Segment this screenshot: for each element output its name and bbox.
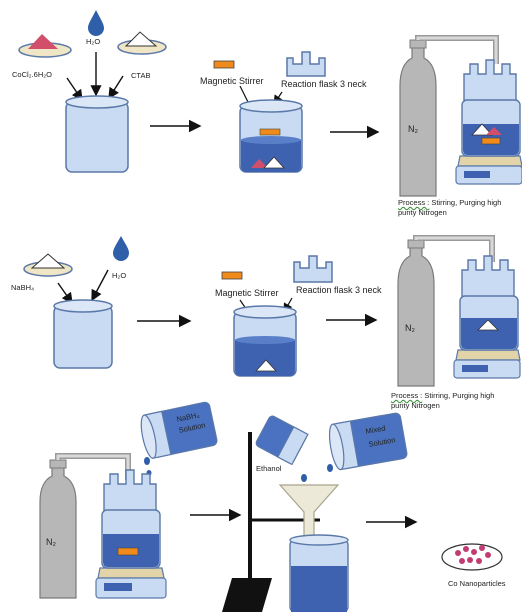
mixing-beaker-icon [233, 305, 297, 377]
process-label: Process : Stirring, Purging high [391, 392, 494, 400]
process-label: Process : Stirring, Purging high [398, 199, 501, 207]
cocl2-label: CoCl₂.6H₂O [12, 70, 52, 79]
process-label-line2: purity Nitrogen [391, 401, 440, 410]
drop-icon [144, 457, 150, 465]
stirrer-bar-icon [213, 60, 235, 69]
co-nanoparticles-dish-icon [441, 543, 503, 571]
nitrogen-setup-icon [397, 235, 521, 387]
process-text: Stirring, Purging high [422, 391, 495, 400]
drop-icon [301, 474, 307, 482]
water-label: H₂O [86, 37, 101, 46]
reaction-flask-label: Reaction flask 3 neck [296, 285, 382, 295]
water-label: H₂O [112, 271, 127, 280]
arrow-icon [108, 75, 124, 100]
magnetic-stirrer-label: Magnetic Stirrer [200, 76, 264, 86]
nabh4-solution-jar-icon [140, 401, 218, 459]
arrow-icon [91, 269, 109, 302]
empty-beaker-icon [65, 95, 129, 173]
filtration-stand-icon [222, 432, 349, 612]
nitrogen-label: N₂ [405, 323, 415, 333]
empty-beaker-icon [53, 299, 113, 369]
ctab-label: CTAB [131, 71, 151, 80]
mixing-beaker-icon [239, 99, 303, 173]
nitrogen-setup-icon [399, 35, 522, 197]
water-drop-icon [88, 10, 104, 36]
co-nanoparticles-label: Co Nanoparticles [448, 579, 506, 588]
magnetic-stirrer-label: Magnetic Stirrer [215, 288, 279, 298]
ethanol-jar-icon [255, 415, 309, 466]
water-drop-icon [113, 236, 129, 261]
nitrogen-label: N₂ [408, 124, 418, 134]
process-prefix: Process : [398, 198, 430, 207]
process-prefix: Process : [391, 391, 423, 400]
mixed-solution-jar-icon [328, 412, 408, 471]
nitrogen-setup-icon [39, 453, 167, 599]
process-text: Stirring, Purging high [429, 198, 502, 207]
drop-icon [327, 464, 333, 472]
nabh4-label: NaBH₄ [11, 283, 35, 292]
stirrer-bar-icon [221, 271, 243, 280]
nitrogen-label: N₂ [46, 537, 56, 547]
process-label-line2: purity Nitrogen [398, 208, 447, 217]
reaction-flask-icon [293, 255, 333, 283]
reaction-flask-label: Reaction flask 3 neck [281, 79, 367, 89]
ctab-dish-icon [117, 31, 167, 55]
ethanol-label: Ethanol [256, 464, 282, 473]
reaction-flask-icon [286, 51, 326, 77]
nabh4-dish-icon [23, 253, 73, 277]
arrow-icon [57, 282, 73, 305]
cocl2-dish-icon [18, 34, 72, 58]
